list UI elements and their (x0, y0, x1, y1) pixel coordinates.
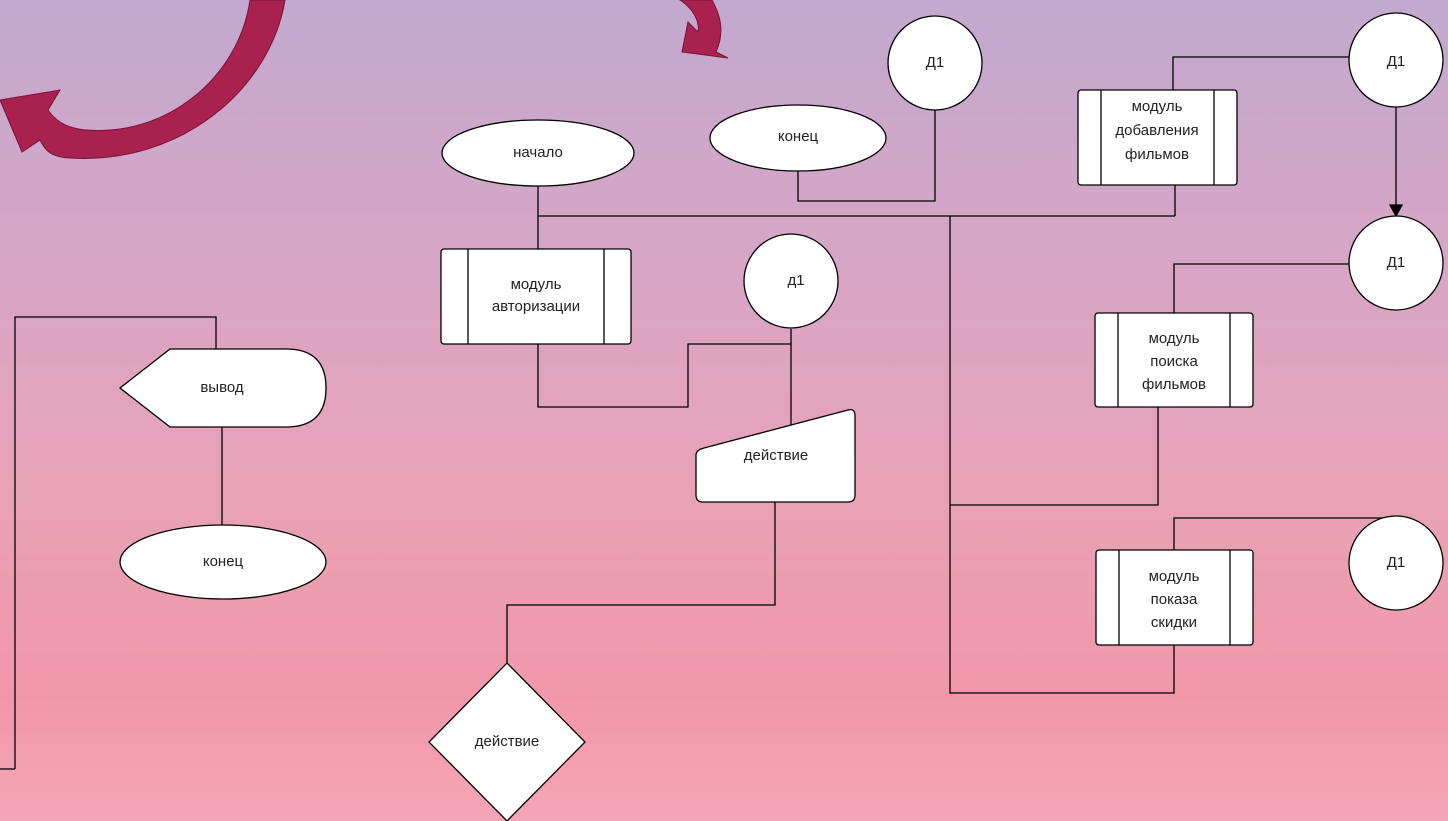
d1-right-bottom-label: Д1 (1387, 554, 1406, 571)
module-discount-line2: показа (1151, 591, 1198, 608)
end-terminal-left: конец (119, 524, 327, 600)
display-output: вывод (118, 348, 327, 428)
manual-input-label: действие (744, 447, 809, 464)
module-discount-line3: скидки (1151, 614, 1197, 631)
connector-d1-top-right: Д1 (1348, 12, 1444, 108)
connector-d1-right-bottom: Д1 (1348, 515, 1444, 611)
module-add-line1: модуль (1132, 98, 1183, 115)
display-output-label: вывод (200, 379, 244, 396)
connector-lines (0, 56, 1404, 770)
module-auth-line2: авторизации (492, 298, 580, 315)
d1-mid-label: д1 (787, 272, 804, 289)
end-label-left: конец (203, 553, 244, 570)
module-add-films: модуль добавления фильмов (1077, 89, 1238, 186)
connector-d1-mid: д1 (743, 233, 839, 329)
start-terminal: начало (441, 119, 635, 187)
decision-action: действие (428, 662, 586, 821)
end-label-top: конец (778, 128, 819, 145)
d1-top-label: Д1 (926, 54, 945, 71)
module-auth-line1: модуль (511, 276, 562, 293)
module-search-line2: поиска (1150, 353, 1198, 370)
decorative-curved-arrow-left (0, 0, 286, 159)
connector-d1-top: Д1 (887, 15, 983, 111)
decision-label: действие (475, 733, 540, 750)
module-authorization: модуль авторизации (440, 248, 632, 345)
module-add-line3: фильмов (1125, 146, 1189, 163)
decorative-curved-arrow-top (679, 0, 729, 59)
module-search-line3: фильмов (1142, 376, 1206, 393)
manual-input-action: действие (695, 408, 856, 503)
start-label: начало (513, 144, 563, 161)
module-search-line1: модуль (1149, 330, 1200, 347)
module-search-films: модуль поиска фильмов (1094, 312, 1254, 408)
connector-d1-right-mid: Д1 (1348, 215, 1444, 311)
module-discount-line1: модуль (1149, 568, 1200, 585)
d1-top-right-label: Д1 (1387, 53, 1406, 70)
arrowhead (1388, 204, 1404, 218)
d1-right-mid-label: Д1 (1387, 254, 1406, 271)
module-show-discount: модуль показа скидки (1095, 549, 1254, 646)
end-terminal-top: конец (709, 104, 887, 172)
module-add-line2: добавления (1115, 122, 1198, 139)
